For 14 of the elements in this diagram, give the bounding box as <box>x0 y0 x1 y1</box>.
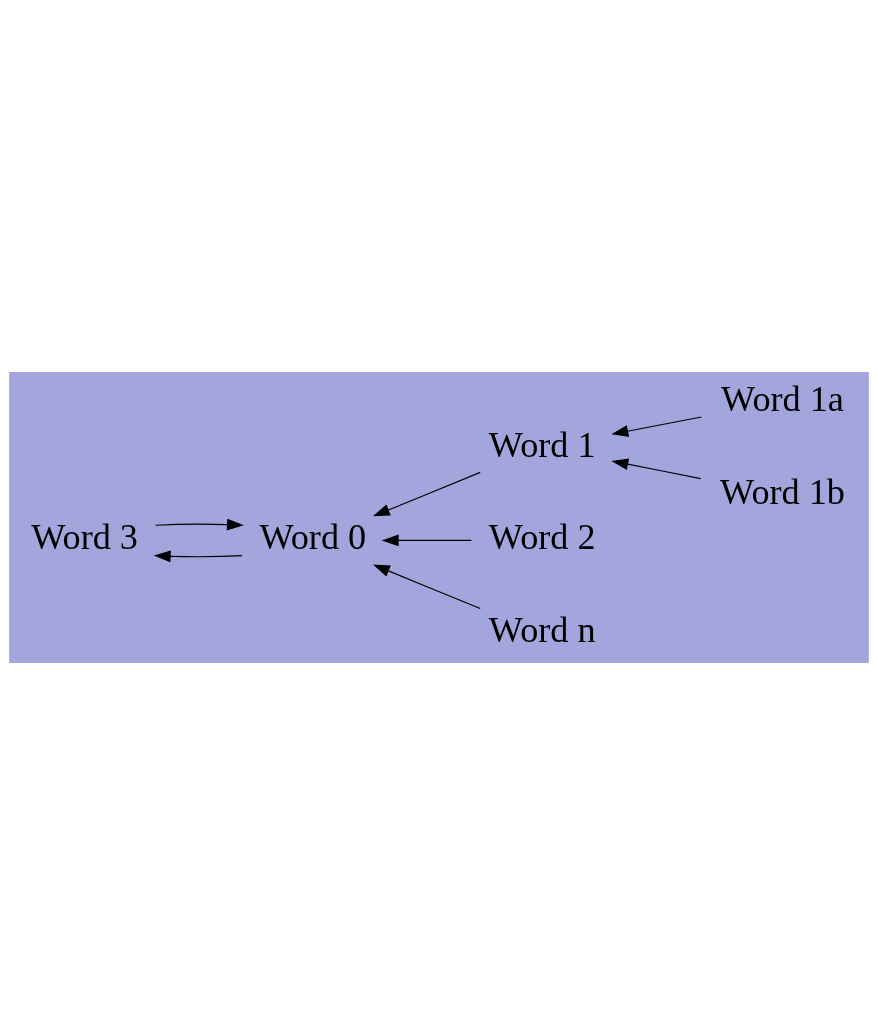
arrow <box>153 549 243 562</box>
node-text: Word 1b <box>720 471 845 512</box>
node-text: Word 1a <box>721 378 844 419</box>
node-text: Word 1 <box>488 424 596 465</box>
node-text: Word 0 <box>259 517 367 557</box>
arrow <box>611 415 703 437</box>
node-text: Word n <box>488 609 596 650</box>
arrow <box>154 518 244 531</box>
node-text: Word 2 <box>488 517 596 557</box>
arrow <box>372 564 481 609</box>
arrow <box>611 457 702 479</box>
arrow <box>372 471 481 516</box>
node-text: Word 3 <box>31 517 138 557</box>
arrow <box>381 534 472 546</box>
